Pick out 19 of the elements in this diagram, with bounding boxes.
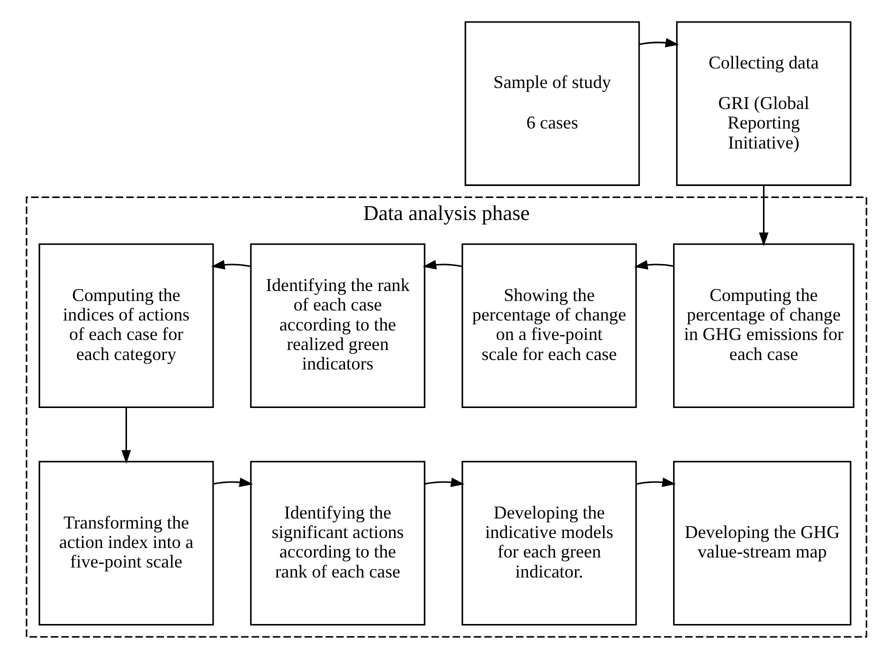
node-box: Computing the percentage of change in GHG emissions for each case — [673, 242, 854, 408]
arrow — [211, 260, 251, 269]
arrow — [424, 477, 465, 487]
arrow — [121, 407, 131, 464]
node-box: Sample of study 6 cases — [464, 20, 640, 186]
node-box: Collecting data GRI (Global Reporting Initiative) — [676, 20, 852, 186]
arrow — [213, 477, 254, 487]
node-box: Transforming the action index into a five-point scale — [38, 460, 214, 626]
node-box: Computing the indices of actions of each case for each category — [38, 242, 214, 408]
arrow — [639, 38, 680, 47]
node-box: Developing the indicative models for each green indicator. — [462, 460, 637, 626]
arrow — [758, 184, 768, 246]
node-box: Showing the percentage of change on a five-point scale for each case — [462, 242, 637, 408]
node-box: Developing the GHG value-stream map — [673, 460, 852, 626]
node-box: Identifying the rank of each case according to the realized green indicators — [250, 242, 426, 408]
arrow — [634, 260, 674, 270]
arrow — [636, 477, 676, 486]
arrow — [422, 260, 462, 269]
node-box: Identifying the significant actions according to the rank of each case — [250, 460, 426, 626]
